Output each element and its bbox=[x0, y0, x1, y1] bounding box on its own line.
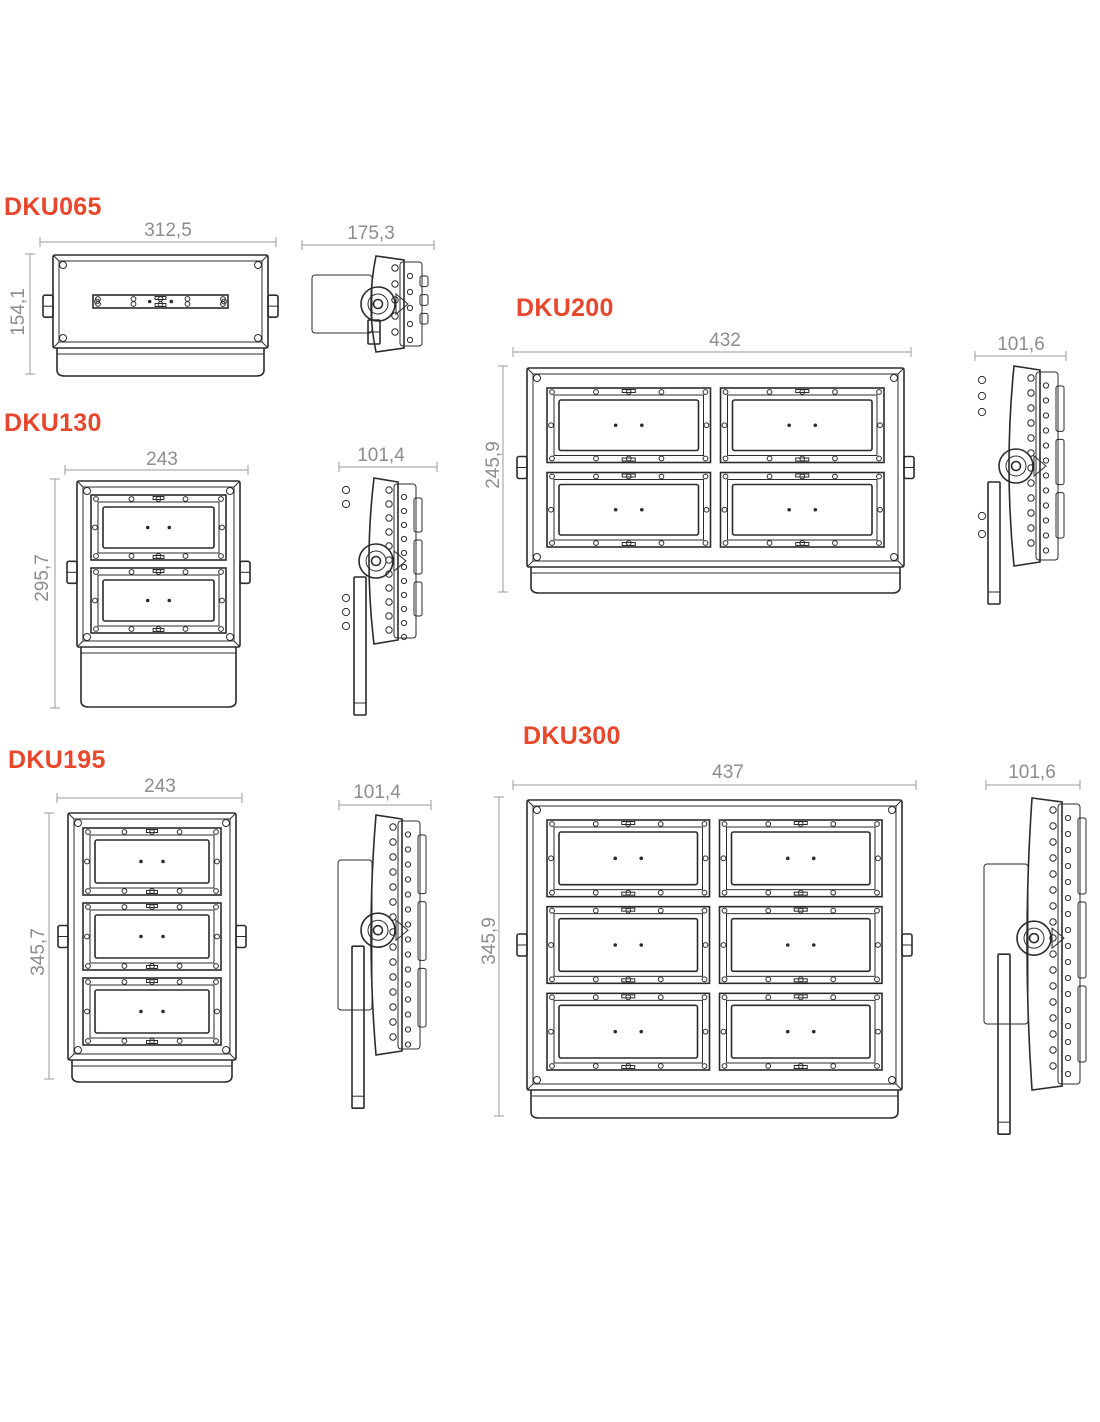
dku200-side-view bbox=[977, 365, 1065, 605]
dku195-height-label: 345,7 bbox=[28, 928, 49, 976]
led-module bbox=[718, 992, 883, 1071]
dku130-height-dim bbox=[50, 478, 60, 709]
dku300-width-dim bbox=[512, 780, 917, 790]
led-module bbox=[546, 471, 712, 548]
dku200-width-dim bbox=[512, 347, 912, 357]
dku300-height-label: 345,9 bbox=[479, 917, 500, 965]
dku130-width-label: 243 bbox=[146, 449, 178, 470]
dku195-width-dim bbox=[56, 793, 243, 803]
led-module bbox=[90, 567, 227, 634]
dku300-side-view bbox=[983, 797, 1087, 1135]
led-module bbox=[546, 819, 711, 898]
dku065-width-label: 312,5 bbox=[144, 220, 192, 241]
led-module bbox=[546, 387, 712, 464]
led-module bbox=[719, 387, 885, 464]
dku130-height-label: 295,7 bbox=[32, 554, 53, 602]
dku200-height-dim bbox=[498, 365, 508, 593]
dku130-title: DKU130 bbox=[4, 409, 102, 437]
led-module bbox=[718, 819, 883, 898]
dku300-depth-dim bbox=[985, 780, 1081, 790]
led-module bbox=[718, 905, 883, 985]
led-module bbox=[546, 905, 711, 985]
dku065-height-dim bbox=[25, 253, 35, 375]
dku195-width-label: 243 bbox=[144, 776, 176, 797]
dku065-side-view bbox=[311, 255, 429, 353]
dku300-height-dim bbox=[494, 796, 504, 1117]
dku065-front-view bbox=[42, 254, 279, 377]
dku130-side-view bbox=[341, 477, 423, 716]
dku195-side-view bbox=[337, 814, 427, 1110]
dku200-height-label: 245,9 bbox=[483, 441, 504, 489]
dku195-title: DKU195 bbox=[8, 746, 106, 774]
led-module bbox=[546, 992, 711, 1071]
dku065-height-label: 154,1 bbox=[8, 288, 29, 336]
dku130-front-view bbox=[66, 480, 251, 708]
dku065-width-dim bbox=[39, 237, 277, 247]
dku065-title: DKU065 bbox=[4, 193, 102, 221]
led-module bbox=[82, 902, 222, 971]
dku130-depth-label: 101,4 bbox=[357, 445, 405, 466]
dku065-depth-label: 175,3 bbox=[347, 223, 395, 244]
dku200-title: DKU200 bbox=[516, 294, 614, 322]
led-module bbox=[92, 294, 229, 309]
dku300-width-label: 437 bbox=[712, 762, 744, 783]
dku200-depth-dim bbox=[974, 351, 1067, 361]
dku195-height-dim bbox=[44, 812, 54, 1080]
dku300-front-view bbox=[516, 799, 913, 1119]
dku300-title: DKU300 bbox=[523, 722, 621, 750]
dku130-depth-dim bbox=[338, 462, 438, 472]
dku300-depth-label: 101,6 bbox=[1008, 762, 1056, 783]
led-module bbox=[82, 977, 222, 1046]
dku200-front-view bbox=[516, 367, 915, 594]
dku200-depth-label: 101,6 bbox=[997, 334, 1045, 355]
led-module bbox=[719, 471, 885, 548]
dku195-front-view bbox=[57, 812, 247, 1083]
dku200-width-label: 432 bbox=[709, 330, 741, 351]
dku130-width-dim bbox=[64, 465, 249, 475]
dku065-depth-dim bbox=[301, 240, 435, 250]
dku195-depth-dim bbox=[338, 800, 432, 810]
led-module bbox=[90, 494, 227, 561]
led-module bbox=[82, 827, 222, 896]
dku195-depth-label: 101,4 bbox=[353, 782, 401, 803]
